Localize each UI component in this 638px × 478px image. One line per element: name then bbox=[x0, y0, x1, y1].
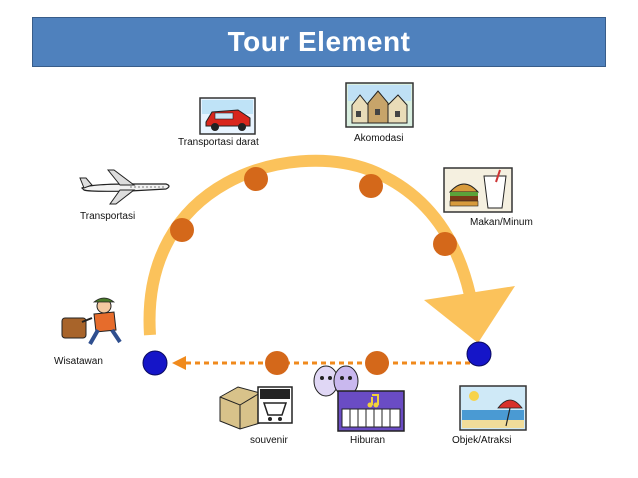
shopping-icon bbox=[219, 386, 293, 430]
label-makan-minum: Makan/Minum bbox=[470, 217, 533, 228]
label-souvenir: souvenir bbox=[250, 435, 288, 446]
arc-dot-transportasi bbox=[170, 218, 194, 242]
page-title: Tour Element bbox=[227, 26, 411, 57]
burger-drink-icon bbox=[443, 167, 513, 213]
arc-dot-akomodasi bbox=[359, 174, 383, 198]
traveler-icon bbox=[61, 297, 122, 345]
car-icon bbox=[199, 97, 256, 135]
label-hiburan: Hiburan bbox=[350, 435, 385, 446]
beach-icon bbox=[459, 385, 527, 431]
label-objek-atraksi: Objek/Atraksi bbox=[452, 435, 511, 446]
label-akomodasi: Akomodasi bbox=[354, 133, 403, 144]
arc-arrowhead bbox=[424, 286, 515, 343]
label-transportasi: Transportasi bbox=[80, 211, 135, 222]
houses-icon bbox=[345, 82, 414, 128]
arc-dot-transportasi-darat bbox=[244, 167, 268, 191]
airplane-icon bbox=[79, 169, 170, 205]
tour-arc bbox=[143, 154, 476, 336]
title-bar: Tour Element bbox=[32, 17, 606, 67]
line-dot-hiburan bbox=[365, 351, 389, 375]
label-wisatawan: Wisatawan bbox=[54, 356, 103, 367]
label-transportasi-darat: Transportasi darat bbox=[178, 137, 259, 148]
entertainment-icon bbox=[313, 365, 405, 432]
arc-dot-makan-minum bbox=[433, 232, 457, 256]
line-dot-souvenir bbox=[265, 351, 289, 375]
endpoint-end bbox=[466, 341, 492, 367]
return-arrowhead bbox=[172, 356, 186, 370]
endpoint-start bbox=[142, 350, 168, 376]
